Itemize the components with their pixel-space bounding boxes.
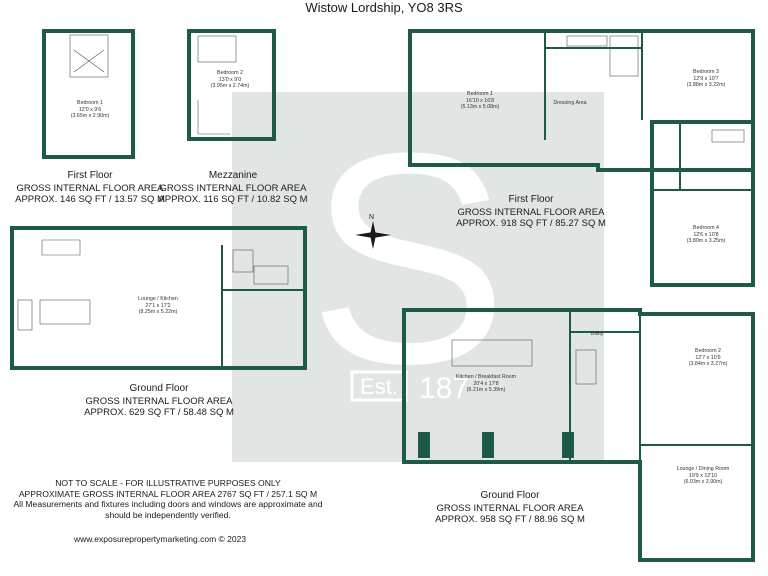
watermark-est: Est.: [360, 374, 398, 399]
compass-point-north: [370, 221, 376, 235]
room-mezz-bedroom2: Bedroom 2 13'0 x 9'0 (3.95m x 2.74m): [206, 70, 254, 90]
floor-name: Mezzanine: [208, 170, 258, 181]
room-imperial: 12'0 x 9'6: [78, 106, 102, 113]
room-name: Lounge / Kitchen: [138, 296, 178, 302]
compass-north-label: N: [369, 214, 374, 221]
disclaimer-line: NOT TO SCALE - FOR ILLUSTRATIVE PURPOSES…: [55, 478, 281, 488]
room-name: Bedroom 2: [217, 70, 243, 76]
room-bedroom4: Bedroom 4 12'6 x 10'8 (3.80m x 3.25m): [678, 225, 734, 245]
disclaimer-line: should be independently verified.: [105, 510, 231, 521]
room-dressing-area: Dressing Area: [548, 100, 592, 107]
floor-area-heading: GROSS INTERNAL FLOOR AREA: [436, 502, 584, 514]
room-name: Lounge / Dining Room: [676, 466, 730, 472]
floor-label-ground-main: Ground Floor GROSS INTERNAL FLOOR AREA A…: [425, 490, 595, 526]
room-metric: (5.13m x 5.08m): [460, 104, 500, 111]
room-metric: (6.21m x 5.39m): [466, 387, 506, 394]
room-name: Bedroom 1: [77, 100, 103, 106]
floor-label-first-small: First Floor GROSS INTERNAL FLOOR AREA AP…: [10, 170, 170, 206]
floor-area-heading: GROSS INTERNAL FLOOR AREA: [85, 395, 233, 407]
floor-name: Ground Floor: [480, 490, 540, 501]
room-small-bedroom1: Bedroom 1 12'0 x 9'6 (3.65m x 2.90m): [68, 100, 112, 120]
floor-area-heading: GROSS INTERNAL FLOOR AREA: [16, 182, 164, 194]
room-name: Bedroom 1: [467, 91, 493, 97]
room-name: Dressing Area: [553, 100, 587, 106]
floor-area-value: APPROX. 958 SQ FT / 88.96 SQ M: [435, 514, 585, 526]
first-floor-small-plan: [42, 29, 135, 159]
room-imperial: 12'7 x 10'9: [695, 354, 721, 361]
compass-point-east: [373, 232, 391, 238]
first-floor-main-plan: [408, 29, 755, 287]
room-metric: (3.80m x 3.25m): [686, 238, 726, 245]
room-bedroom3: Bedroom 3 12'9 x 10'7 (3.88m x 3.22m): [678, 69, 734, 89]
floor-area-value: APPROX. 918 SQ FT / 85.27 SQ M: [456, 218, 606, 230]
room-metric: (3.65m x 2.90m): [70, 113, 110, 120]
room-imperial: 12'9 x 10'7: [693, 75, 719, 82]
page-title: Wistow Lordship, YO8 3RS: [305, 0, 463, 15]
floor-name: First Floor: [67, 170, 113, 181]
room-metric: (8.25m x 5.22m): [138, 309, 178, 316]
room-imperial: 20'4 x 17'8: [473, 380, 499, 387]
room-name: Bedroom 2: [695, 348, 721, 354]
room-imperial: 19'9 x 12'10: [688, 472, 718, 479]
floor-label-ground-small: Ground Floor GROSS INTERNAL FLOOR AREA A…: [74, 383, 244, 419]
room-imperial: 27'1 x 17'2: [145, 302, 171, 309]
watermark-year: 187: [419, 372, 469, 405]
floor-area-value: APPROX. 146 SQ FT / 13.57 SQ M: [15, 194, 165, 206]
floor-label-mezzanine: Mezzanine GROSS INTERNAL FLOOR AREA APPR…: [158, 170, 308, 206]
room-metric: (3.95m x 2.74m): [210, 83, 250, 90]
floor-area-heading: GROSS INTERNAL FLOOR AREA: [457, 206, 605, 218]
watermark: S Est. 187: [232, 90, 604, 462]
room-name: Bedroom 3: [693, 69, 719, 75]
floor-area-value: APPROX. 629 SQ FT / 58.48 SQ M: [84, 407, 234, 419]
website-credit: www.exposurepropertymarketing.com © 2023: [73, 534, 247, 544]
mezzanine-plan: [187, 29, 276, 141]
disclaimer-line: All Measurements and fixtures including …: [13, 499, 323, 510]
compass-point-west: [355, 232, 373, 238]
room-name: Utility: [590, 331, 604, 337]
room-metric: (3.88m x 3.22m): [686, 82, 726, 89]
room-imperial: 13'0 x 9'0: [218, 76, 242, 83]
room-metric: (3.84m x 3.27m): [688, 361, 728, 368]
ground-floor-small-plan: [10, 226, 307, 370]
room-metric: (6.03m x 3.90m): [683, 479, 723, 486]
floor-area-heading: GROSS INTERNAL FLOOR AREA: [159, 182, 307, 194]
floor-name: First Floor: [508, 194, 554, 205]
ground-floor-main-plan: [402, 308, 755, 562]
room-name: Kitchen / Breakfast Room: [455, 374, 517, 380]
room-imperial: 12'6 x 10'8: [693, 231, 719, 238]
floor-area-value: APPROX. 116 SQ FT / 10.82 SQ M: [158, 194, 308, 206]
room-imperial: 16'10 x 16'8: [465, 97, 495, 104]
room-bedroom2: Bedroom 2 12'7 x 10'9 (3.84m x 3.27m): [680, 348, 736, 368]
disclaimer-line: APPROXIMATE GROSS INTERNAL FLOOR AREA 27…: [18, 488, 318, 499]
room-kitchen-breakfast: Kitchen / Breakfast Room 20'4 x 17'8 (6.…: [448, 374, 524, 394]
floor-name: Ground Floor: [129, 383, 189, 394]
room-main-bedroom1: Bedroom 1 16'10 x 16'8 (5.13m x 5.08m): [450, 91, 510, 111]
room-utility: Utility: [582, 331, 612, 338]
room-lounge-kitchen: Lounge / Kitchen 27'1 x 17'2 (8.25m x 5.…: [128, 296, 188, 316]
disclaimer: NOT TO SCALE - FOR ILLUSTRATIVE PURPOSES…: [0, 478, 336, 521]
room-lounge-dining: Lounge / Dining Room 19'9 x 12'10 (6.03m…: [668, 466, 738, 486]
compass-rose: N: [355, 214, 391, 249]
floor-label-first-main: First Floor GROSS INTERNAL FLOOR AREA AP…: [446, 194, 616, 230]
compass-point-south: [370, 235, 376, 249]
watermark-panel: [232, 92, 604, 462]
room-name: Bedroom 4: [693, 225, 719, 231]
